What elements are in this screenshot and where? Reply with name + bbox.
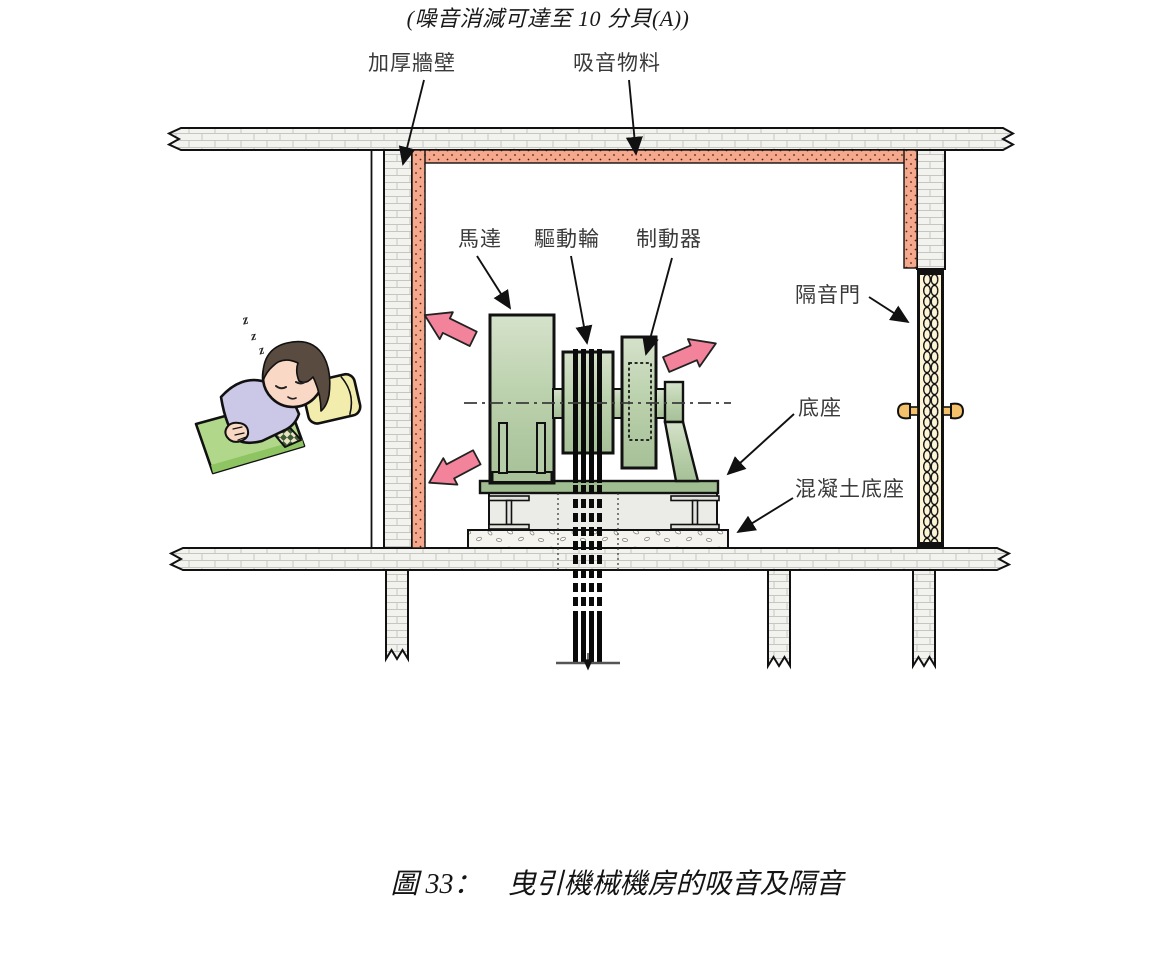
bearing-pedestal [663, 380, 685, 424]
mouth [287, 396, 297, 400]
soundproof-door [896, 269, 965, 549]
noise-arrows [423, 311, 717, 486]
sleeping-person-illustration [194, 340, 362, 475]
label-absorbing-material: 吸音物料 [573, 51, 661, 75]
hair [262, 340, 331, 412]
lower-wall-stubs [385, 569, 936, 670]
label-drive-sheave: 驅動輪 [534, 227, 600, 251]
thick-wall [370, 149, 413, 549]
hand [224, 421, 250, 443]
label-soundproof-door: 隔音門 [795, 283, 861, 307]
closed-eyes [275, 381, 306, 390]
door-handle-icon [896, 402, 965, 420]
label-motor: 馬達 [458, 227, 502, 251]
figure-subtitle: (噪音消減可達至 10 分貝(A)) [406, 6, 690, 31]
label-brake: 制動器 [636, 227, 702, 251]
noise-arrow-icon [428, 449, 482, 486]
noise-arrow-icon [423, 311, 478, 347]
label-thick-wall: 加厚牆壁 [368, 51, 456, 75]
rope-down-arrow-icon [583, 653, 593, 671]
figure-caption-title: 曳引機械機房的吸音及隔音 [507, 869, 844, 900]
ceiling-slab [166, 127, 1016, 151]
pedestal-leg [663, 420, 700, 483]
leader-lines [398, 79, 910, 533]
door-lintel-wall [916, 149, 946, 270]
figure-caption-number: 圖 33： [390, 869, 482, 900]
label-concrete-base: 混凝土底座 [795, 477, 905, 501]
figure-caption: 圖 33： 曳引機械機房的吸音及隔音 [390, 862, 843, 902]
brake-dashed-outline [628, 362, 652, 441]
label-machine-base: 底座 [798, 396, 842, 420]
machine-bed [467, 479, 729, 549]
hoist-ropes [573, 349, 602, 663]
noise-arrow-icon [662, 338, 717, 373]
motor-foot [491, 471, 553, 483]
